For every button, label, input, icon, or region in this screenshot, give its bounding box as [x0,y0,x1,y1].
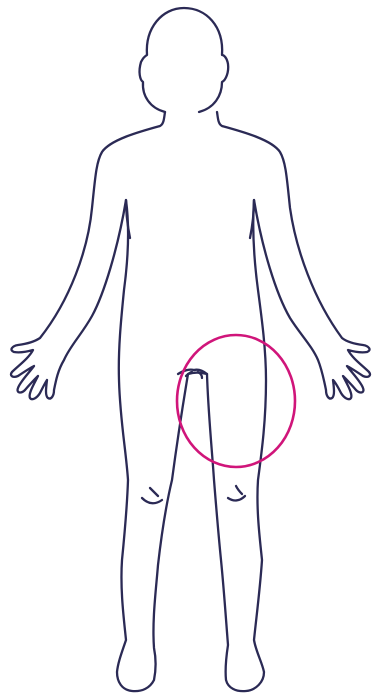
left-armpit-line [126,200,130,238]
figure-strokes [11,8,370,691]
head-outline [140,8,229,112]
highlight-circle-marker [177,335,295,467]
left-knee-mark-inner [150,488,158,496]
body-outline [11,112,370,691]
left-knee-mark [142,498,162,503]
right-knee-mark-inner [236,486,242,494]
right-knee-mark [228,496,245,500]
